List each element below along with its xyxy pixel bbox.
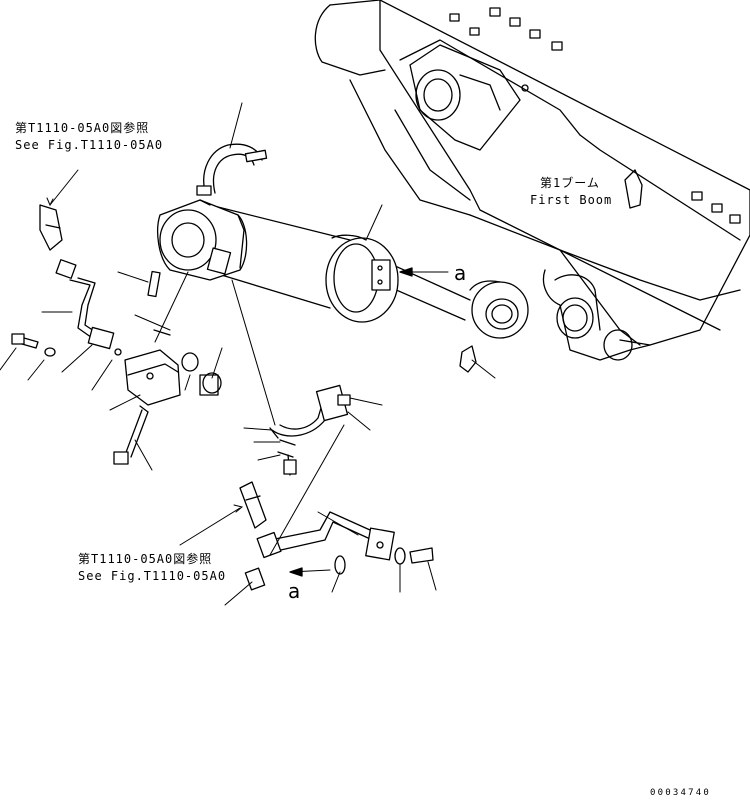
marker-a-lower: a: [288, 579, 300, 603]
junction-block: [124, 349, 181, 413]
first-boom-label-jp: 第1ブーム: [540, 175, 600, 190]
boom-top-bolts: [449, 7, 741, 224]
ref-bottom-en: See Fig.T1110-05A0: [78, 569, 226, 583]
upper-clamp: [196, 143, 268, 196]
lower-bracket: [269, 384, 351, 439]
ref-bottom-jp: 第T1110-05A0図参照: [78, 551, 212, 566]
left-elbow-fitting: [39, 204, 63, 251]
lower-tube: [256, 511, 395, 561]
leader-lines: [0, 102, 496, 606]
long-bolt: [113, 409, 149, 465]
grease-fitting-rod: [459, 345, 477, 373]
lower-bolts: [277, 439, 297, 476]
small-parts-left: [147, 270, 222, 396]
first-boom: [314, 0, 750, 361]
left-bolt-washer: [11, 333, 122, 357]
ref-top-jp: 第T1110-05A0図参照: [15, 120, 149, 135]
ref-top-en: See Fig.T1110-05A0: [15, 138, 163, 152]
lower-elbow-fitting: [239, 481, 267, 529]
drawing-number: 00034740: [650, 788, 711, 798]
first-boom-label-en: First Boom: [530, 193, 612, 207]
marker-a-upper: a: [454, 261, 466, 285]
boom-cylinder: [157, 199, 529, 339]
lower-small-parts: [244, 547, 434, 591]
left-tube: [55, 259, 115, 350]
